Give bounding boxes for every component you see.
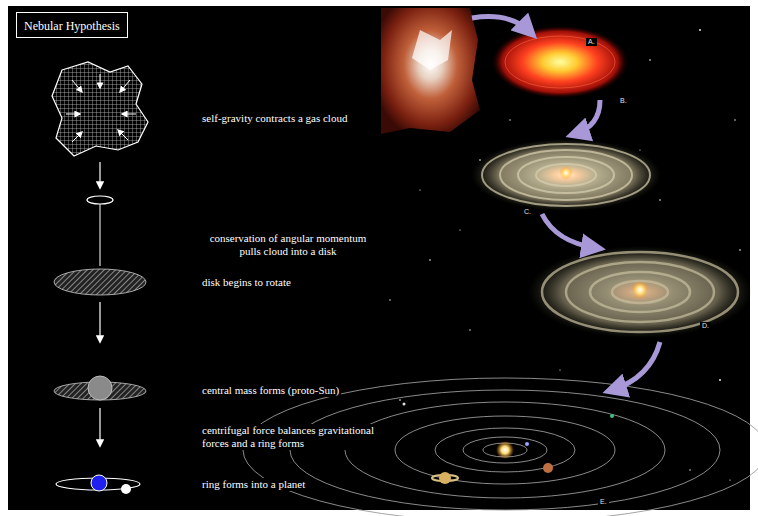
title: Nebular Hypothesis bbox=[24, 19, 120, 33]
step-description: conservation of angular momentum pulls c… bbox=[196, 232, 380, 258]
step-description: disk begins to rotate bbox=[200, 276, 293, 289]
stage-letter: D. bbox=[700, 322, 711, 330]
stage-letter: A. bbox=[586, 38, 597, 46]
title-box: Nebular Hypothesis bbox=[16, 12, 128, 38]
step-description: self-gravity contracts a gas cloud bbox=[200, 112, 349, 125]
stage-letter: C. bbox=[522, 208, 533, 216]
stage-letter: B. bbox=[618, 97, 629, 105]
step-description: central mass forms (proto-Sun) bbox=[200, 384, 341, 397]
step-description: centrifugal force balances gravitational… bbox=[200, 424, 382, 450]
stage-letter: E. bbox=[598, 498, 609, 506]
step-description: ring forms into a planet bbox=[200, 478, 307, 491]
